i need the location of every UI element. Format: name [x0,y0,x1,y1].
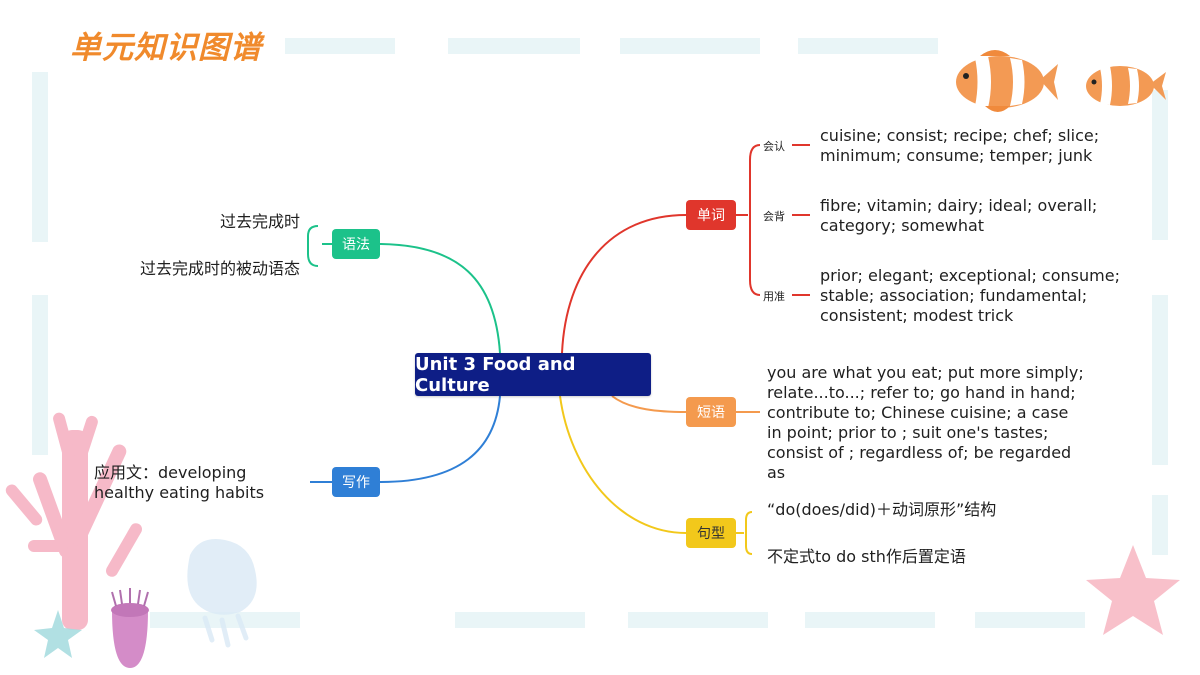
frame-dash [620,38,760,54]
frame-dash [448,38,580,54]
vocab-group-label-1: 会认 [763,140,785,153]
frame-dash [1152,90,1168,240]
starfish-icon [1086,545,1180,635]
frame-dash [628,612,768,628]
writing-node[interactable]: 写作 [332,467,380,497]
frame-dash [285,38,395,54]
coral-icon [5,412,143,630]
grammar-item-1: 过去完成时 [219,212,300,231]
starfish-icon [34,610,82,658]
vocab-node[interactable]: 单词 [686,200,736,230]
vocab-group-label-2: 会背 [763,210,785,223]
center-topic-node[interactable]: Unit 3 Food and Culture [415,353,651,396]
frame-dash [805,612,935,628]
vocab-group-text-2: fibre; vitamin; dairy; ideal; overall; c… [820,196,1098,235]
phrases-branch-line [611,395,687,413]
vocab-group-text-3: prior; elegant; exceptional; consume; st… [820,266,1120,325]
frame-dash [1152,495,1168,555]
jellyfish-icon [187,539,257,648]
sea-anemone-icon [111,588,149,668]
vocab-branch-line [561,214,687,354]
sentences-node[interactable]: 句型 [686,518,736,548]
grammar-node[interactable]: 语法 [332,229,380,259]
sentence-item-2: 不定式to do sth作后置定语 [767,547,966,566]
writing-branch-line [379,395,501,483]
phrases-node[interactable]: 短语 [686,397,736,427]
frame-dash [32,72,48,242]
frame-dash [150,612,300,628]
grammar-item-2: 过去完成时的被动语态 [139,259,300,278]
clownfish-icon [1086,66,1166,106]
frame-dash [1152,295,1168,465]
phrases-text: you are what you eat; put more simply; r… [767,363,1084,482]
grammar-branch-line [379,243,501,354]
page-title: 单元知识图谱 [70,30,262,66]
sentence-item-1: “do(does/did)＋动词原形”结构 [767,500,997,519]
frame-dash [32,295,48,455]
vocab-group-label-3: 用准 [763,290,785,303]
frame-dash [975,612,1085,628]
sentences-branch-line [559,395,687,534]
writing-item-1: 应用文：developing healthy eating habits [94,463,265,502]
frame-dash [455,612,585,628]
vocab-group-text-1: cuisine; consist; recipe; chef; slice; m… [820,126,1100,165]
clownfish-icon [956,50,1058,112]
frame-dash [798,38,938,54]
